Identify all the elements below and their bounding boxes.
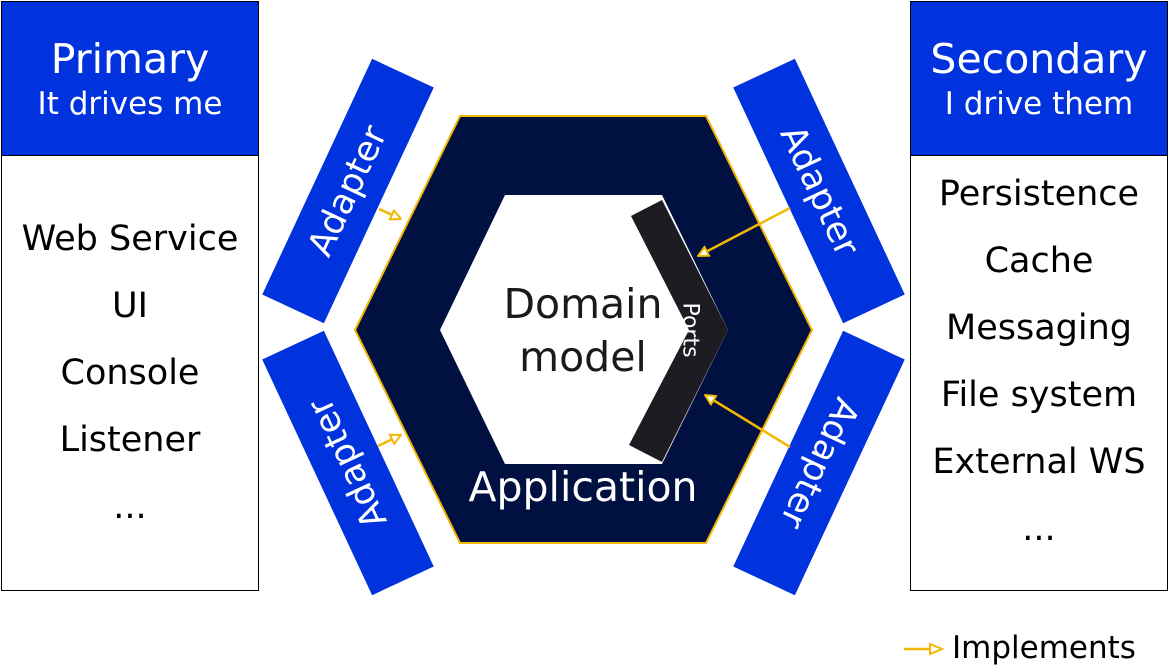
secondary-title: Secondary xyxy=(930,35,1148,83)
adapter-top-left-box xyxy=(262,58,434,324)
secondary-header: Secondary I drive them xyxy=(911,2,1167,156)
primary-item-console: Console xyxy=(60,353,200,393)
ports-label: Ports xyxy=(678,302,703,357)
domain-label-line2: model xyxy=(519,333,647,381)
secondary-item-cache: Cache xyxy=(984,241,1094,281)
secondary-subtitle: I drive them xyxy=(944,86,1134,122)
secondary-item-messaging: Messaging xyxy=(946,308,1132,348)
primary-list: Web Service UI Console Listener ... xyxy=(2,206,258,541)
secondary-item-file-system: File system xyxy=(940,375,1138,415)
implements-arrow-bottom-right xyxy=(705,395,791,449)
legend-label: Implements xyxy=(952,630,1136,666)
secondary-item-more: ... xyxy=(1022,509,1056,549)
secondary-item-persistence: Persistence xyxy=(938,174,1140,214)
adapter-bottom-left-box xyxy=(262,330,434,596)
legend-arrow-icon xyxy=(904,642,945,656)
primary-title: Primary xyxy=(50,35,210,83)
domain-label-line1: Domain xyxy=(503,280,662,328)
ports-band xyxy=(629,200,728,462)
secondary-item-external-ws: External WS xyxy=(932,442,1146,482)
implements-arrow-top-right xyxy=(698,206,791,258)
adapter-bottom-right-box xyxy=(733,330,905,596)
primary-header: Primary It drives me xyxy=(2,2,258,156)
primary-item-more: ... xyxy=(113,487,147,527)
adapter-top-right: Adapter xyxy=(733,58,905,324)
primary-subtitle: It drives me xyxy=(37,86,223,122)
implements-arrow-top-left xyxy=(378,207,401,219)
primary-panel: Primary It drives me Web Service UI Cons… xyxy=(1,1,259,591)
secondary-panel: Secondary I drive them Persistence Cache… xyxy=(910,1,1168,591)
application-label: Application xyxy=(468,463,697,511)
implements-arrow-bottom-left xyxy=(377,435,401,448)
primary-item-ui: UI xyxy=(112,286,148,326)
primary-item-listener: Listener xyxy=(59,420,201,460)
adapter-top-right-box xyxy=(733,58,905,324)
secondary-list: Persistence Cache Messaging File system … xyxy=(911,161,1167,563)
primary-item-web-service: Web Service xyxy=(21,219,239,259)
